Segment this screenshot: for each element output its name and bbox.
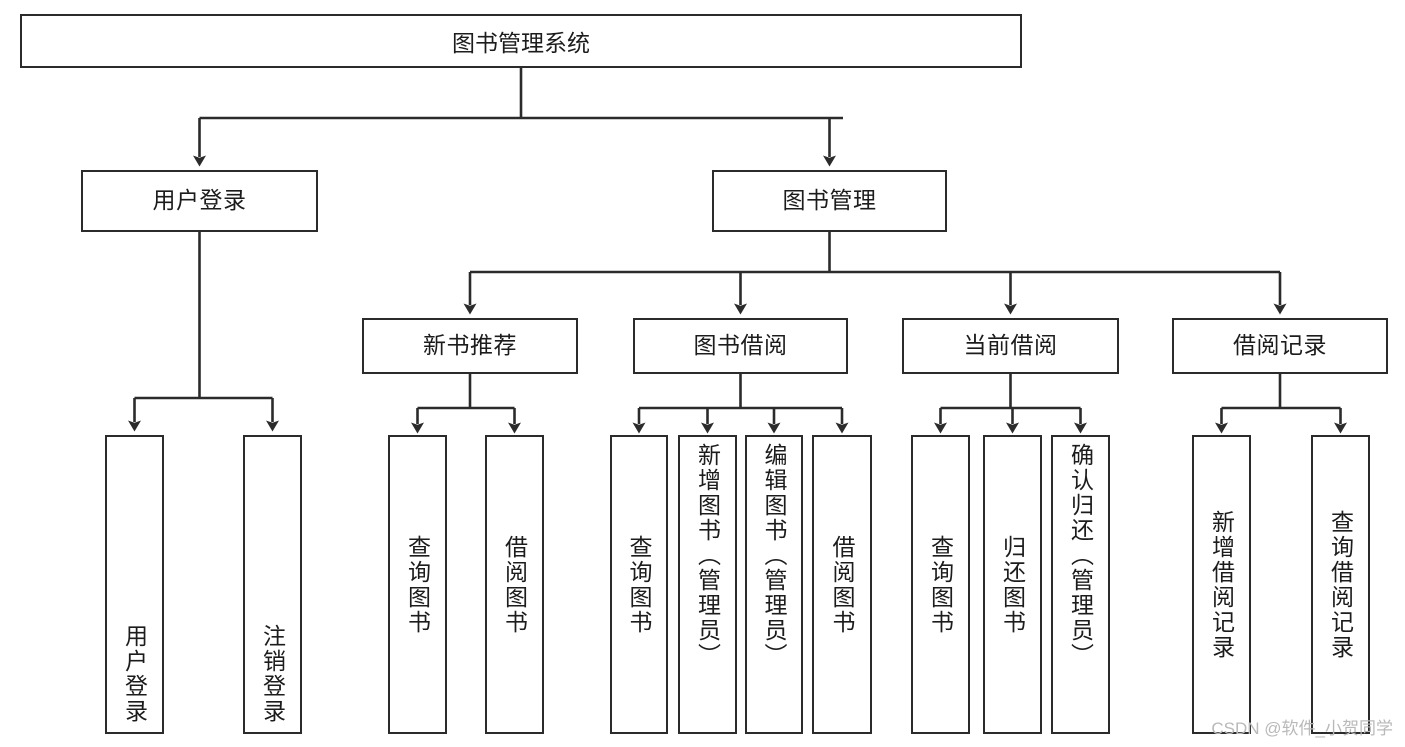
node-new-book-recommend[interactable]: 新书推荐: [362, 318, 578, 374]
leaf-node-user-login[interactable]: 用户登录: [105, 435, 164, 734]
node-book-manage-label: 图书管理: [782, 187, 877, 214]
leaf-label: 查询图书: [404, 534, 431, 635]
node-book-borrow[interactable]: 图书借阅: [633, 318, 848, 374]
leaf-label: 查询图书: [626, 534, 653, 635]
node-user-login-label: 用户登录: [152, 187, 247, 214]
leaf-label: 借阅图书: [829, 534, 856, 635]
leaf-label: 新增借阅记录: [1208, 509, 1235, 660]
leaf-node-query-borrow-record[interactable]: 查询借阅记录: [1311, 435, 1370, 734]
leaf-node-add-book-admin[interactable]: 新增图书（管理员）: [678, 435, 737, 734]
leaf-label: 借阅图书: [501, 534, 528, 635]
leaf-node-edit-book-admin[interactable]: 编辑图书（管理员）: [745, 435, 803, 734]
watermark-text: CSDN @软件_小贺同学: [1211, 719, 1393, 738]
leaf-label: 归还图书: [999, 534, 1026, 635]
leaf-label: 新增图书（管理员）: [694, 443, 721, 668]
leaf-node-query-book-borrow[interactable]: 查询图书: [610, 435, 668, 734]
leaf-node-confirm-return-admin[interactable]: 确认归还（管理员）: [1051, 435, 1110, 734]
node-book-borrow-label: 图书借阅: [693, 332, 788, 359]
node-book-manage[interactable]: 图书管理: [712, 170, 947, 232]
node-user-login[interactable]: 用户登录: [81, 170, 318, 232]
leaf-node-add-borrow-record[interactable]: 新增借阅记录: [1192, 435, 1251, 734]
leaf-label: 编辑图书（管理员）: [761, 443, 788, 668]
node-new-book-recommend-label: 新书推荐: [423, 332, 517, 359]
node-borrow-record-label: 借阅记录: [1233, 332, 1327, 359]
leaf-label: 查询借阅记录: [1327, 509, 1354, 660]
leaf-label: 查询图书: [927, 534, 954, 635]
leaf-node-logout-login[interactable]: 注销登录: [243, 435, 302, 734]
leaf-node-query-book-current[interactable]: 查询图书: [911, 435, 970, 734]
node-borrow-record[interactable]: 借阅记录: [1172, 318, 1388, 374]
leaf-node-return-book[interactable]: 归还图书: [983, 435, 1042, 734]
node-current-borrow[interactable]: 当前借阅: [902, 318, 1119, 374]
leaf-node-query-book-recommend[interactable]: 查询图书: [388, 435, 447, 734]
node-root[interactable]: 图书管理系统: [20, 14, 1022, 68]
leaf-label: 用户登录: [121, 624, 148, 724]
leaf-node-borrow-book-recommend[interactable]: 借阅图书: [485, 435, 544, 734]
leaf-node-borrow-book[interactable]: 借阅图书: [812, 435, 872, 734]
node-root-label: 图书管理系统: [452, 30, 590, 56]
leaf-label: 确认归还（管理员）: [1067, 443, 1094, 668]
leaf-label: 注销登录: [259, 624, 286, 724]
node-current-borrow-label: 当前借阅: [963, 332, 1058, 359]
